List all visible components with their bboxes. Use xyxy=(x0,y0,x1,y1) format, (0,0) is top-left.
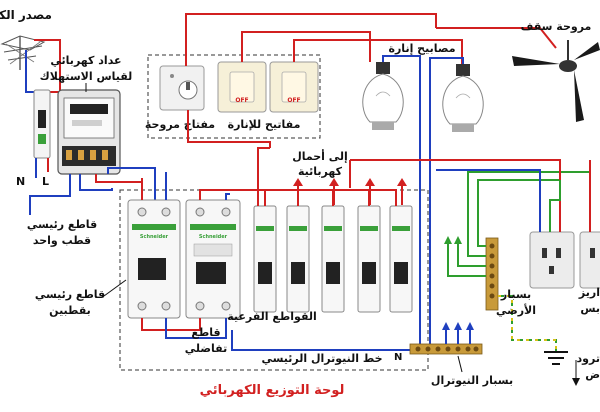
fan-switch-label: مفتاح مروحة xyxy=(145,118,215,131)
meter-label-line2: لقياس الاستهلاك xyxy=(40,70,133,83)
ground-icon xyxy=(544,351,568,365)
letter-l-label: L xyxy=(42,175,49,188)
source-label: مصدر الكه xyxy=(0,8,52,22)
electrode-label-line2: ض xyxy=(585,368,600,381)
lightbulb-icon xyxy=(362,62,404,130)
neutral-bus-label: بسبار النيوترال xyxy=(431,374,513,387)
switch-wiring xyxy=(185,13,557,148)
socket-wiring xyxy=(350,159,591,232)
rcd-label-line1: قاطع xyxy=(191,326,220,339)
panel-wiring xyxy=(141,147,418,351)
panel-title: لوحة التوزيع الكهربائي xyxy=(200,383,345,398)
arrow-up-icon xyxy=(397,178,407,205)
double-pole-main-breaker: Schneider xyxy=(127,199,181,319)
switch-off-text-2: OFF xyxy=(287,97,300,104)
meter-label-line1: عداد كهربائي xyxy=(50,54,121,67)
fan-switch xyxy=(159,65,205,111)
breaker-brand-main: Schneider xyxy=(140,234,169,240)
earth-wiring xyxy=(444,171,590,352)
double-main-label-line1: قاطع رئيسي xyxy=(35,288,105,301)
sub-breaker-3 xyxy=(321,205,345,313)
socket-label-line1: اريز xyxy=(578,286,600,299)
loads-label-line1: إلى أحمال xyxy=(292,149,348,163)
letter-n-label: N xyxy=(16,175,25,188)
light-switches-label: مفاتيح للإنارة xyxy=(228,118,301,131)
single-pole-main-breaker xyxy=(33,89,51,159)
electrode-arrow xyxy=(572,360,580,386)
incoming-wires xyxy=(25,39,61,93)
light-switch-2: OFF xyxy=(269,61,319,113)
breaker-brand-rcd: Schneider xyxy=(199,234,228,240)
lamps-label: مصابيح إنارة xyxy=(388,42,455,55)
electrode-label-line1: ترود xyxy=(577,352,600,365)
earth-bus-label-line2: الأرضي xyxy=(496,303,536,317)
switch-off-text-1: OFF xyxy=(235,97,248,104)
lightbulb-icon xyxy=(442,64,484,132)
loads-label-line2: كهربائية xyxy=(298,165,343,178)
rcd-label-line2: تفاضلي xyxy=(185,342,227,355)
ceiling-fan-icon xyxy=(512,40,600,122)
neutral-bus-arrows xyxy=(442,322,474,344)
socket-icon xyxy=(579,231,600,289)
neutral-bus-bar xyxy=(409,343,483,355)
earth-bus-bar xyxy=(485,237,499,311)
rcd-breaker: Schneider xyxy=(185,199,241,319)
tower-icon xyxy=(0,35,46,70)
sub-breaker-4 xyxy=(357,205,381,313)
single-main-label-line1: قاطع رئيسي xyxy=(27,218,97,231)
light-switch-1: OFF xyxy=(217,61,267,113)
double-main-label-line2: بقطبين xyxy=(49,304,91,317)
main-neutral-label: خط النيوترال الرئيسي xyxy=(261,352,382,365)
switch-plate-enclosure xyxy=(147,54,321,139)
socket-icon xyxy=(529,231,575,289)
ceiling-fan-label: مروحة سقف xyxy=(521,20,592,33)
socket-label-line2: بس xyxy=(580,302,600,315)
sub-breaker-1 xyxy=(253,205,277,313)
sub-breaker-2 xyxy=(286,205,310,313)
sub-breaker-5 xyxy=(389,205,413,313)
energy-meter xyxy=(57,89,121,175)
neutral-bus-letter: N xyxy=(394,352,402,363)
earth-bus-label-line1: بسبار xyxy=(500,288,531,301)
sub-breakers-label: القواطع الفرعية xyxy=(227,310,317,323)
single-main-label-line2: قطب واحد xyxy=(33,234,91,247)
